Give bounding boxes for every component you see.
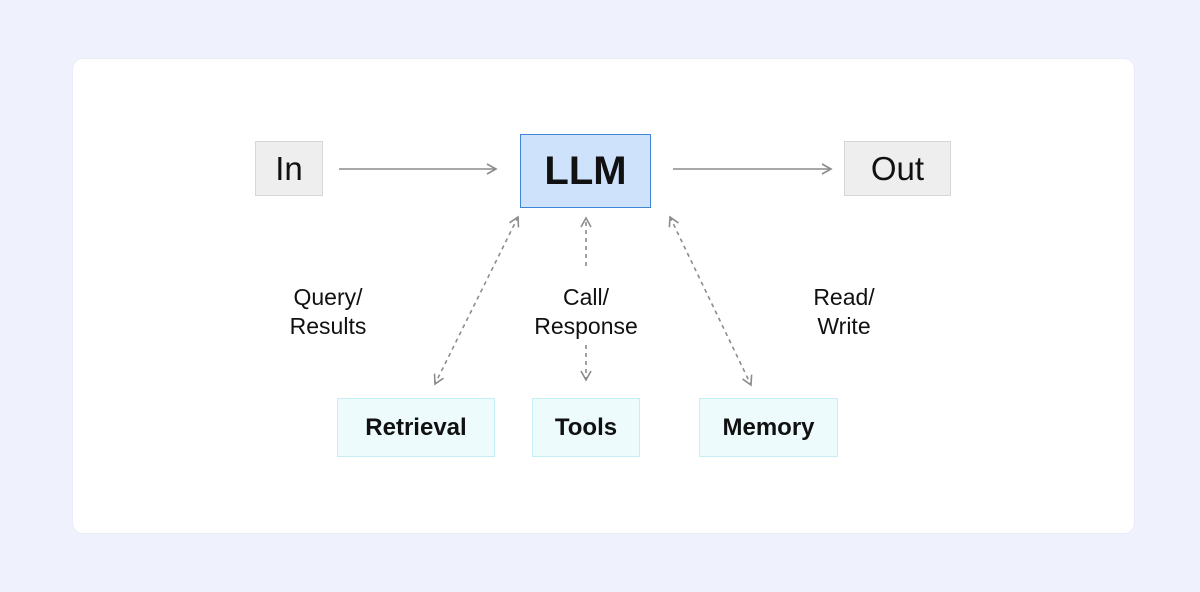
node-retrieval: Retrieval: [337, 398, 495, 457]
label-tools-line1: Call/: [562, 284, 609, 310]
label-memory-line1: Read/: [813, 284, 875, 310]
label-memory-edge: Read/ Write: [784, 283, 904, 341]
arrow-llm-memory: [668, 215, 753, 387]
label-tools-edge: Call/ Response: [516, 283, 656, 341]
label-memory-line2: Write: [817, 313, 871, 339]
arrow-llm-retrieval: [433, 215, 520, 386]
node-memory: Memory: [699, 398, 838, 457]
label-retrieval-edge: Query/ Results: [268, 283, 388, 341]
node-llm: LLM: [520, 134, 651, 208]
label-tools-line2: Response: [534, 313, 638, 339]
label-retrieval-line2: Results: [289, 313, 367, 339]
node-in: In: [255, 141, 323, 196]
node-tools: Tools: [532, 398, 640, 457]
label-retrieval-line1: Query/: [293, 284, 363, 310]
node-out: Out: [844, 141, 951, 196]
